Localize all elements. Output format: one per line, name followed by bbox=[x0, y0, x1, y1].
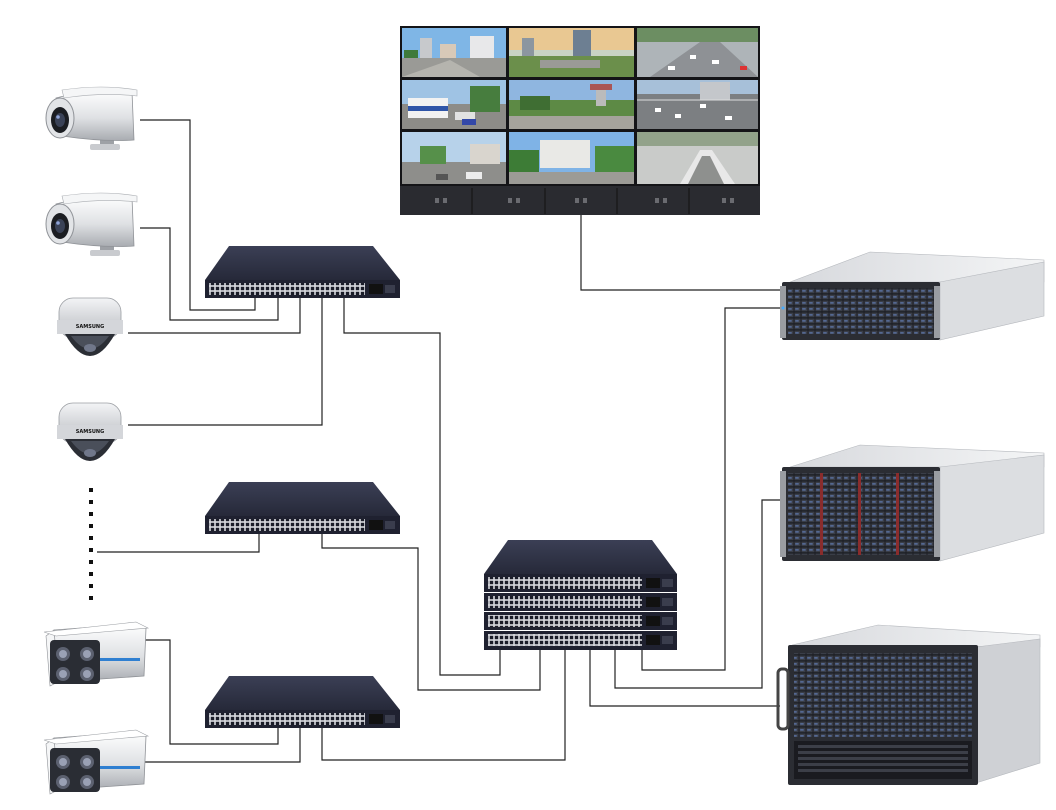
video-tile-1-2 bbox=[509, 28, 634, 77]
access-switch-bottom bbox=[205, 676, 400, 728]
link-cam5-switch-bottom bbox=[145, 639, 279, 745]
link-cam1-switch-top bbox=[140, 119, 256, 311]
core-switch-unit bbox=[484, 574, 677, 592]
link-core-server-4u bbox=[614, 499, 780, 689]
video-tile-1-3 bbox=[637, 28, 758, 77]
dome-camera: SAMSUNG bbox=[57, 402, 123, 461]
video-wall bbox=[400, 26, 760, 215]
video-tile-2-2 bbox=[509, 80, 634, 129]
box-ir-camera bbox=[43, 621, 150, 687]
link-wall-server-2u bbox=[580, 214, 780, 291]
bullet-camera bbox=[45, 86, 138, 150]
video-wall-bezel-buttons bbox=[435, 188, 734, 214]
camera-brand-label: SAMSUNG bbox=[76, 429, 104, 435]
video-tile-2-1 bbox=[402, 80, 506, 129]
link-core-server-2u bbox=[641, 307, 780, 671]
link-midswitch-core bbox=[321, 534, 541, 691]
link-cam6-switch-bottom bbox=[145, 728, 301, 763]
link-cam4-switch-top bbox=[128, 298, 323, 426]
box-ir-camera bbox=[43, 729, 150, 795]
connection-lines bbox=[97, 119, 780, 763]
link-topswitch-core bbox=[343, 298, 501, 676]
dome-camera: SAMSUNG bbox=[57, 297, 123, 356]
link-cam2-switch-top bbox=[140, 227, 279, 321]
camera-brand-label: SAMSUNG bbox=[76, 324, 104, 330]
video-tile-3-3 bbox=[637, 132, 758, 184]
storage-server-6u bbox=[776, 624, 1041, 785]
storage-server-4u bbox=[780, 444, 1045, 562]
storage-server-2u bbox=[780, 251, 1045, 341]
link-botswitch-core bbox=[321, 650, 566, 761]
video-tile-2-3 bbox=[637, 80, 758, 129]
link-cam3-switch-top bbox=[128, 298, 301, 334]
video-tile-3-1 bbox=[402, 132, 506, 184]
more-cameras-ellipsis bbox=[89, 488, 93, 600]
link-ellipsis-switch-mid bbox=[97, 534, 260, 553]
access-switch-top bbox=[205, 246, 400, 298]
core-switch-unit bbox=[484, 631, 677, 650]
core-switch-unit bbox=[484, 593, 677, 611]
core-switch-stack bbox=[484, 540, 677, 650]
core-switch-unit bbox=[484, 612, 677, 630]
video-tile-3-2 bbox=[509, 132, 634, 184]
link-core-server-6u bbox=[589, 650, 780, 707]
video-tile-1-1 bbox=[402, 28, 506, 77]
bullet-camera bbox=[45, 192, 138, 256]
access-switch-middle bbox=[205, 482, 400, 534]
